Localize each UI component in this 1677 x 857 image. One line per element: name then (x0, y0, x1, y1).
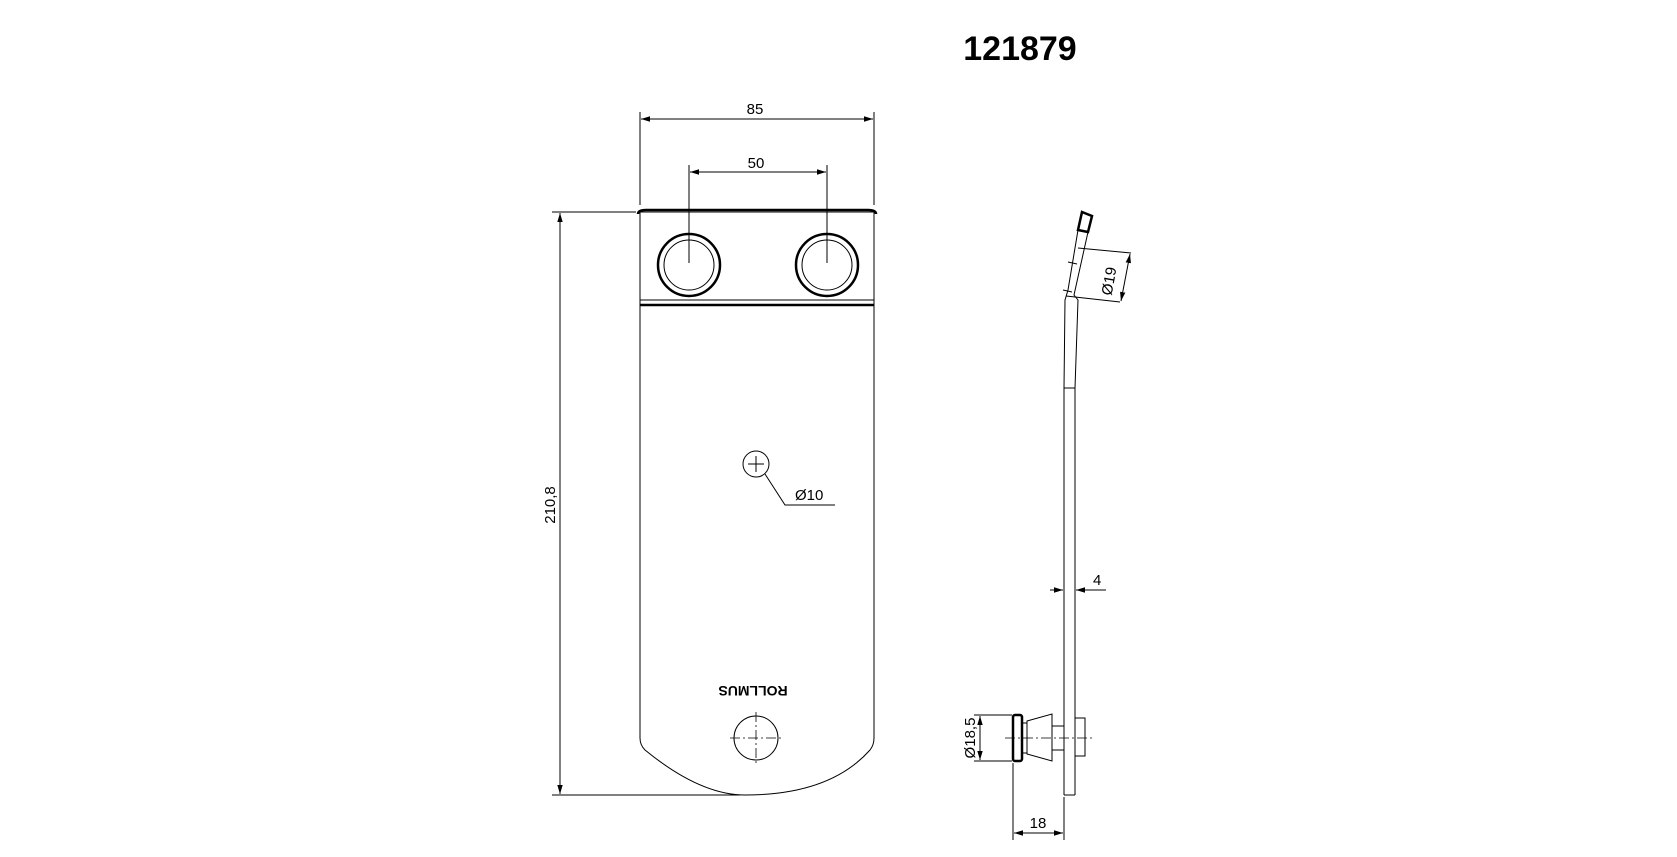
plate-outline (639, 211, 875, 796)
front-view: Ø10 ROLLMUS 85 50 210,8 (542, 101, 878, 796)
flange-section (1063, 229, 1089, 389)
center-hole-leader (764, 473, 835, 506)
plate-top-edge (636, 208, 878, 215)
spacing-dim: 50 (748, 155, 765, 172)
bend-hole-dim-line (1120, 253, 1131, 302)
brand-mark: ROLLMUS (718, 683, 787, 699)
pin-hole (730, 712, 782, 764)
thickness-dim: 4 (1093, 572, 1101, 589)
flange-tip (1076, 210, 1094, 234)
pin-length-dim: 18 (1030, 815, 1047, 832)
length-dim: 210,8 (542, 486, 559, 524)
drawing-number: 121879 (963, 30, 1076, 68)
side-view: Ø19 4 Ø18,5 18 (962, 210, 1132, 840)
center-hole-dim: Ø10 (795, 487, 823, 504)
bend-hole-dim: Ø19 (1099, 266, 1121, 297)
center-hole (742, 450, 770, 478)
pin-diameter-dim: Ø18,5 (962, 718, 979, 759)
pin (1005, 713, 1092, 763)
width-dim: 85 (747, 101, 764, 118)
